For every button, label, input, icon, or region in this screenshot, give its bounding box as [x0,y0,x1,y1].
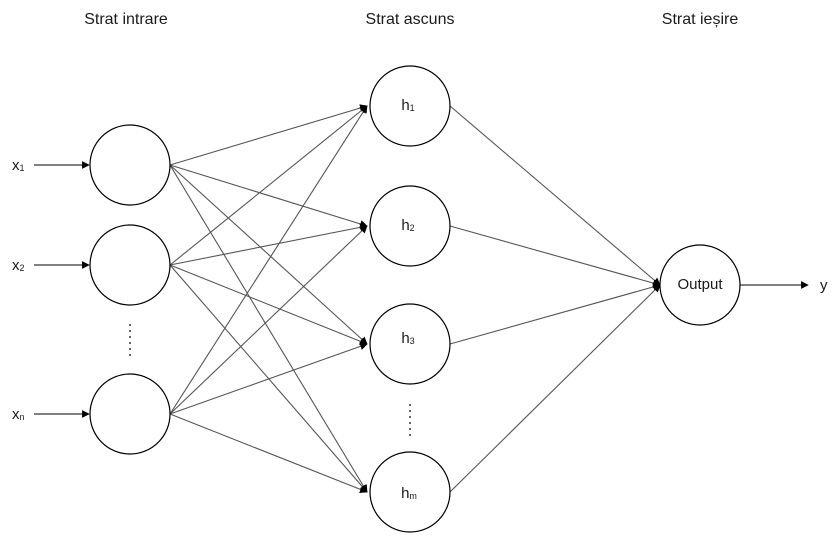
input-to-hidden-connections [169,104,368,494]
hidden-neuron-2 [369,185,451,267]
edge-h3-output [449,283,661,345]
output-result-label: y [820,277,828,294]
edge-x1-h2 [169,164,368,228]
input-label-x2: x2 [12,257,25,274]
hidden-neuron-1 [369,65,451,147]
edge-x1-hm [169,164,368,493]
edge-xn-h2 [169,225,368,415]
edge-x1-h1 [169,104,368,166]
edge-xn-h3 [169,342,368,415]
edge-x1-h3 [169,164,368,345]
edge-hm-output [449,284,661,493]
output-node-label: Output [677,276,723,293]
hidden-to-output-connections [449,105,661,493]
edge-x2-h3 [169,264,368,345]
input-neuron-2 [89,224,171,306]
hidden-neuron-3 [369,303,451,385]
hidden-label-h2: h2 [401,217,414,234]
hidden-label-h1: h1 [401,97,414,114]
hidden-label-hm: hm [401,485,417,502]
output-layer-title: Strat ieșire [662,11,739,28]
input-layer-title: Strat intrare [84,11,168,28]
hidden-neuron-m [369,451,451,533]
edge-h1-output [449,105,661,286]
input-label-xn: xn [12,406,25,423]
input-neuron-1 [89,124,171,206]
input-neuron-n [89,373,171,455]
hidden-label-h3: h3 [401,330,414,347]
output-neuron [659,244,741,326]
edge-xn-hm [169,413,368,494]
edge-xn-h1 [169,105,368,415]
edge-h2-output [449,225,661,287]
edge-x2-h1 [169,105,368,266]
input-label-x1: x1 [12,157,25,174]
hidden-layer-title: Strat ascuns [366,11,455,28]
edge-x2-h2 [169,223,368,266]
